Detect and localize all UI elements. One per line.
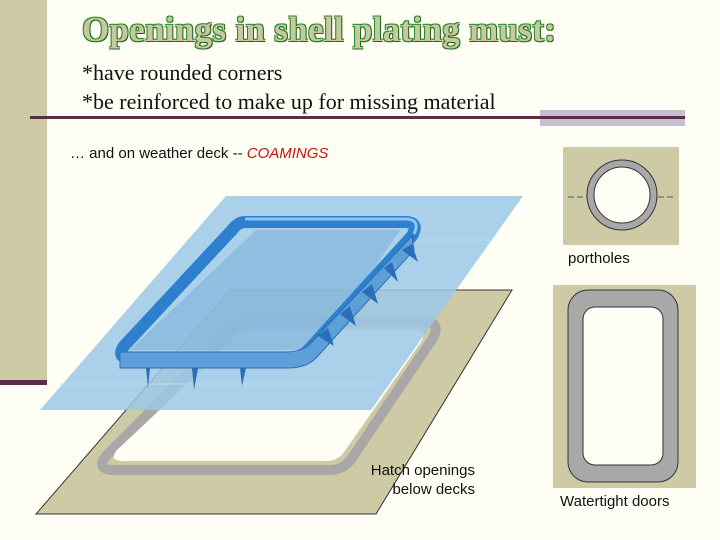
coaming-bracket	[192, 368, 198, 390]
hatch-openings-label: Hatch openings below decks	[345, 461, 475, 499]
bullet-rounded-corners: *have rounded corners	[82, 60, 283, 85]
subtitle-coamings: COAMINGS	[246, 145, 329, 162]
left-decor-strip	[0, 0, 47, 385]
coamings-subtitle: … and on weather deck -- COAMINGS	[70, 145, 328, 162]
hatch-label-line2: below decks	[392, 481, 475, 498]
coaming-bracket	[402, 244, 418, 262]
door-opening	[582, 306, 664, 466]
porthole-opening	[593, 166, 651, 224]
left-decor-rule	[0, 380, 47, 385]
title-rule	[30, 116, 685, 119]
subtitle-prefix: … and on weather deck --	[70, 145, 247, 162]
coaming-bracket	[240, 368, 246, 386]
watertight-doors-label: Watertight doors	[560, 493, 670, 510]
coaming-bracket	[340, 306, 356, 326]
bullet-reinforced: *be reinforced to make up for missing ma…	[82, 89, 496, 114]
slide-title: Openings in shell plating must:	[82, 10, 557, 49]
hatch-label-line1: Hatch openings	[370, 462, 475, 479]
coaming-bracket	[384, 262, 398, 282]
coaming-bracket	[362, 284, 378, 304]
coaming-bracket	[318, 328, 334, 346]
portholes-label: portholes	[568, 250, 630, 267]
coaming-bracket	[146, 368, 150, 388]
